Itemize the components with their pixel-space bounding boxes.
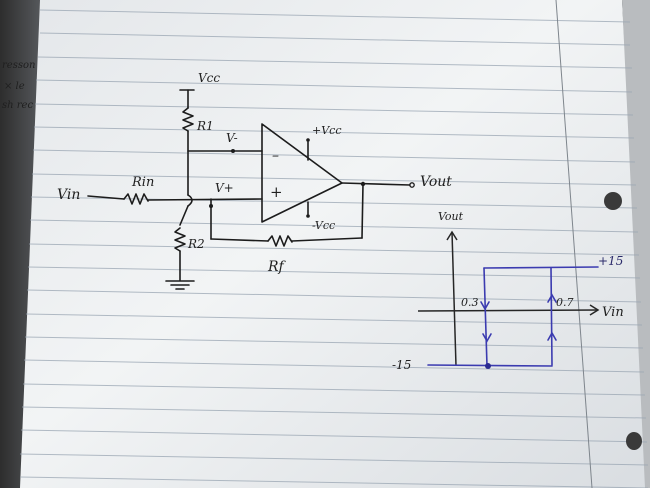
minus-vcc-label: -Vcc bbox=[312, 219, 335, 232]
r1-label: R1 bbox=[196, 119, 214, 133]
v-minus-label: V- bbox=[226, 131, 238, 145]
margin-line bbox=[555, 0, 593, 488]
upper-threshold-label: 0.7 bbox=[556, 296, 574, 309]
margin-scribble-3: sh rec bbox=[2, 100, 33, 111]
ground-icon bbox=[165, 280, 195, 290]
upper-level-label: +15 bbox=[598, 254, 623, 268]
op-amp-plus: + bbox=[270, 183, 283, 201]
right-page-edge bbox=[622, 0, 650, 488]
rf-label: Rf bbox=[267, 259, 287, 275]
hysteresis-graph: Vout Vin +15 -15 0.3 0.7 bbox=[392, 210, 624, 372]
r2-resistor bbox=[174, 227, 186, 252]
rf-resistor bbox=[267, 235, 293, 247]
x-axis-label: Vin bbox=[602, 305, 624, 320]
margin-scribble-1: resson bbox=[2, 60, 35, 71]
op-amp-symbol bbox=[261, 123, 343, 223]
binder-hole-top bbox=[604, 192, 622, 210]
y-axis-label: Vout bbox=[438, 210, 464, 223]
hysteresis-loop bbox=[427, 266, 599, 369]
binder-hole-bottom bbox=[626, 432, 642, 450]
plus-vcc-label: +Vcc bbox=[312, 124, 341, 137]
lower-level-label: -15 bbox=[392, 358, 411, 372]
op-amp-minus: – bbox=[272, 148, 279, 164]
rin-label: Rin bbox=[131, 175, 154, 190]
v-plus-label: V+ bbox=[215, 181, 234, 195]
lower-threshold-label: 0.3 bbox=[461, 296, 479, 309]
margin-scribble-2: × le bbox=[4, 81, 25, 92]
vin-label: Vin bbox=[57, 187, 80, 203]
rin-resistor bbox=[123, 193, 149, 205]
vout-label: Vout bbox=[420, 174, 452, 190]
r2-label: R2 bbox=[187, 237, 205, 251]
ruled-lines bbox=[19, 9, 649, 488]
vcc-label: Vcc bbox=[198, 71, 220, 85]
paper-sheet bbox=[20, 0, 650, 488]
circuit-schematic: Vcc R1 V- R2 Vin Rin V+ bbox=[57, 71, 452, 290]
r1-resistor bbox=[182, 107, 194, 132]
